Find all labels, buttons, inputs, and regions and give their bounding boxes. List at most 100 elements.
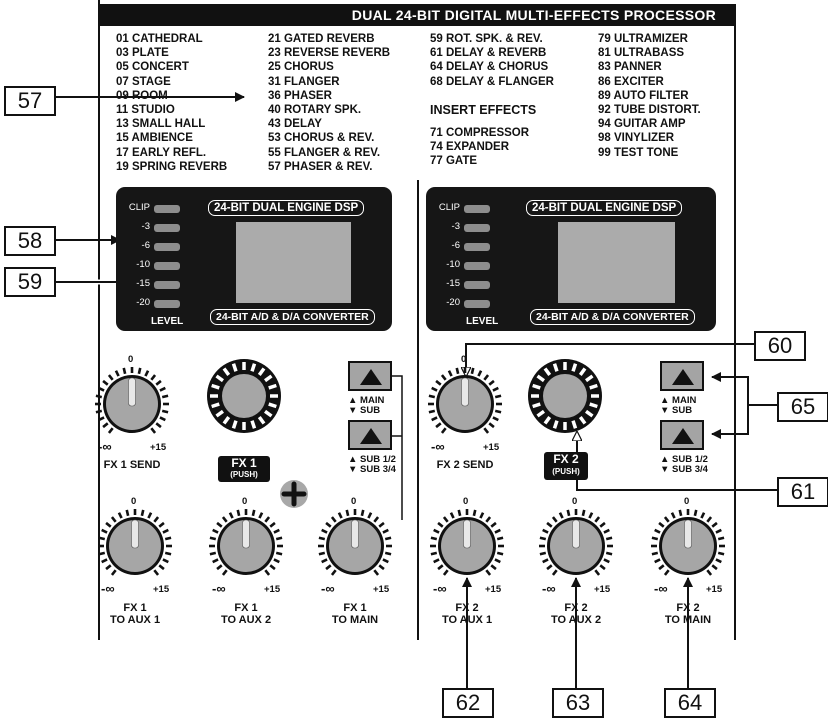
fx1-send-knob[interactable] (90, 362, 174, 451)
preset-item: 05 CONCERT (116, 61, 189, 74)
preset-item: 68 DELAY & FLANGER (430, 75, 554, 88)
fx2-main-sub-label: ▲ MAIN▼ SUB (660, 395, 697, 416)
meter-led (464, 281, 490, 289)
scale-zero: 0 (684, 496, 690, 507)
callout-60: 60 (754, 331, 806, 361)
scale-min: -∞ (101, 581, 115, 596)
preset-item: 86 EXCITER (598, 75, 664, 88)
fx2-to-aux1-knob[interactable] (425, 504, 509, 593)
dsp-display-panel-fx2: 24-BIT DUAL ENGINE DSP 24-BIT A/D & D/A … (426, 187, 716, 331)
fx1-encoder[interactable] (203, 355, 285, 442)
preset-item: 61 DELAY & REVERB (430, 47, 547, 60)
callout-58: 58 (4, 226, 56, 256)
preset-item: 40 ROTARY SPK. (268, 103, 362, 116)
triangle-up-icon (672, 369, 694, 385)
display-screen (236, 222, 351, 303)
fx2-encoder[interactable] (524, 355, 606, 442)
callout-59: 59 (4, 267, 56, 297)
meter-led (464, 262, 490, 270)
dsp-title: 24-BIT DUAL ENGINE DSP (208, 200, 365, 216)
meter-scale-label: -10 (136, 259, 150, 270)
preset-item: 94 GUITAR AMP (598, 118, 686, 131)
fx1-to-aux1-knob[interactable] (93, 504, 177, 593)
scale-min: -∞ (321, 581, 335, 596)
scale-zero: 0 (242, 496, 248, 507)
meter-led (154, 281, 180, 289)
meter-scale-label: -15 (136, 278, 150, 289)
meter-scale-label: -6 (141, 240, 150, 251)
preset-item: 64 DELAY & CHORUS (430, 61, 549, 74)
fx1-to-aux2-knob[interactable] (204, 504, 288, 593)
meter-led (464, 224, 490, 232)
preset-item: 55 FLANGER & REV. (268, 146, 381, 159)
scale-zero: 0 (463, 496, 469, 507)
scale-max: +15 (150, 442, 167, 453)
level-label: LEVEL (466, 316, 499, 327)
meter-scale-label: -6 (451, 240, 460, 251)
preset-item: 31 FLANGER (268, 75, 340, 88)
fx2-send-knob[interactable] (423, 362, 507, 451)
preset-item: 92 TUBE DISTORT. (598, 103, 701, 116)
fx2-push-badge: FX 2 (PUSH) (544, 452, 588, 480)
fx2-to-aux2-knob[interactable] (534, 504, 618, 593)
scale-max: +15 (706, 584, 723, 595)
meter-led (464, 300, 490, 308)
preset-item: 79 ULTRAMIZER (598, 33, 688, 45)
fx1-sub12-sub34-button[interactable] (348, 420, 392, 450)
fx2-main-sub-button[interactable] (660, 361, 704, 391)
fx1-to-main-knob[interactable] (313, 504, 397, 593)
meter-led (464, 205, 490, 213)
meter-led (154, 243, 180, 251)
scale-zero: 0 (461, 354, 467, 365)
dsp-title: 24-BIT DUAL ENGINE DSP (526, 200, 683, 216)
fx1-push-badge: FX 1 (PUSH) (218, 456, 270, 482)
callout-62: 62 (442, 688, 494, 718)
scale-zero: 0 (351, 496, 357, 507)
scale-min: -∞ (212, 581, 226, 596)
preset-item: 83 PANNER (598, 61, 662, 74)
meter-scale-label: -20 (446, 297, 460, 308)
preset-item: 13 SMALL HALL (116, 118, 206, 131)
scale-zero: 0 (128, 354, 134, 365)
section-title: DUAL 24-BIT DIGITAL MULTI-EFFECTS PROCES… (100, 4, 736, 26)
leader-61 (577, 432, 777, 491)
preset-item: 77 GATE (430, 155, 478, 168)
callout-63: 63 (552, 688, 604, 718)
preset-item: 03 PLATE (116, 47, 169, 60)
preset-item: 11 STUDIO (116, 103, 175, 116)
meter-scale-label: CLIP (128, 202, 150, 213)
fx2-send-label: FX 2 SEND (436, 459, 494, 471)
scale-min: -∞ (654, 581, 668, 596)
preset-item: 59 ROT. SPK. & REV. (430, 33, 543, 45)
fx2-to-main-knob[interactable] (646, 504, 730, 593)
scale-min: -∞ (431, 439, 445, 454)
scale-max: +15 (485, 584, 502, 595)
triangle-up-icon (360, 369, 382, 385)
scale-max: +15 (373, 584, 390, 595)
leader-65b (711, 405, 749, 439)
preset-item: 43 DELAY (268, 118, 322, 131)
meter-led (154, 300, 180, 308)
meter-scale-label: -3 (141, 221, 150, 232)
callout-57: 57 (4, 86, 56, 116)
triangle-up-icon (360, 428, 382, 444)
meter-led (464, 243, 490, 251)
fx1-main-sub-button[interactable] (348, 361, 392, 391)
triangle-up-icon (672, 428, 694, 444)
scale-max: +15 (594, 584, 611, 595)
fx1-button-bracket (392, 375, 403, 520)
fx2-sub12-sub34-button[interactable] (660, 420, 704, 450)
meter-led (154, 205, 180, 213)
scale-zero: 0 (572, 496, 578, 507)
preset-item: 98 VINYLIZER (598, 132, 675, 145)
scale-min: -∞ (433, 581, 447, 596)
meter-scale-label: -20 (136, 297, 150, 308)
